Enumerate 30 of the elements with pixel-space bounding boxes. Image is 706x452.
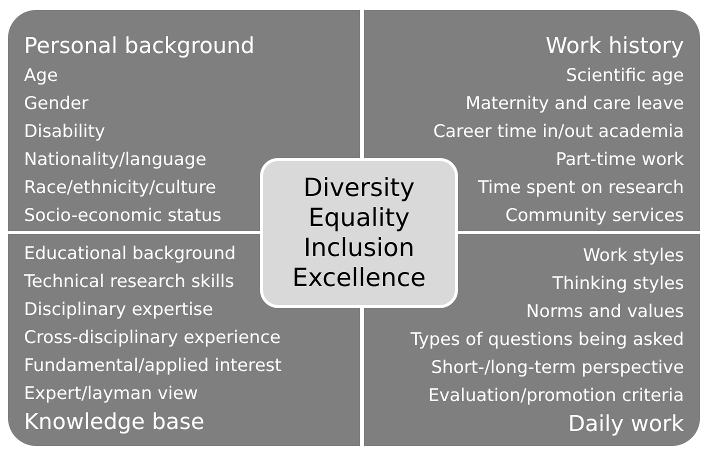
list-item: Community services: [505, 205, 684, 228]
list-item: Types of questions being asked: [410, 329, 684, 352]
section-heading: Knowledge base: [24, 409, 204, 437]
list-item: Technical research skills: [24, 271, 234, 294]
list-item: Nationality/language: [24, 149, 206, 172]
list-item: Career time in/out academia: [433, 121, 684, 144]
list-item: Part-time work: [556, 149, 684, 172]
list-item: Disciplinary expertise: [24, 299, 214, 322]
section-heading: Daily work: [568, 411, 684, 439]
list-item: Time spent on research: [478, 177, 684, 200]
list-item: Short-/long-term perspective: [431, 357, 684, 380]
list-item: Fundamental/applied interest: [24, 355, 282, 378]
list-item: Evaluation/promotion criteria: [428, 385, 684, 408]
list-item: Age: [24, 65, 58, 88]
section-heading: Work history: [546, 33, 684, 61]
list-item: Educational background: [24, 243, 236, 266]
list-item: Socio-economic status: [24, 205, 222, 228]
list-item: Expert/layman view: [24, 383, 198, 406]
center-text: Diversity Equality Inclusion Excellence: [291, 173, 427, 293]
list-item: Norms and values: [526, 301, 684, 324]
list-item: Gender: [24, 93, 88, 116]
list-item: Maternity and care leave: [465, 93, 684, 116]
list-item: Thinking styles: [552, 273, 684, 296]
center-box: [260, 158, 458, 308]
list-item: Work styles: [583, 245, 684, 268]
list-item: Cross-disciplinary experience: [24, 327, 281, 350]
section-heading: Personal background: [24, 33, 255, 61]
list-item: Scientific age: [566, 65, 684, 88]
list-item: Race/ethnicity/culture: [24, 177, 216, 200]
list-item: Disability: [24, 121, 106, 144]
